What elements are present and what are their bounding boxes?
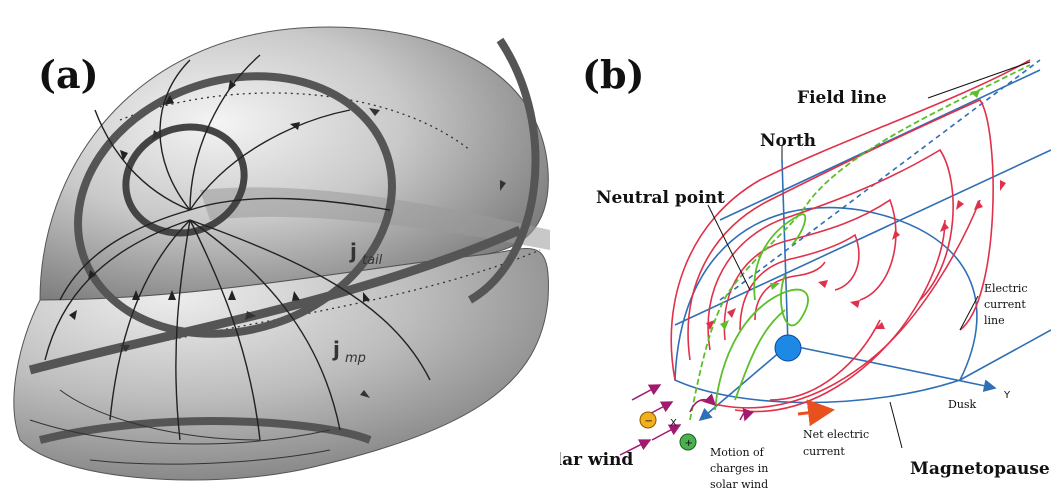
j-mp-label: j — [332, 337, 340, 361]
motion-charges-label-2: charges in — [710, 462, 768, 475]
motion-charges-label-3: solar wind — [710, 478, 768, 491]
dusk-label: Dusk — [948, 398, 977, 411]
j-mp-subscript: mp — [345, 351, 366, 366]
field-line-label: Field line — [797, 88, 887, 108]
magnetopause-label: Magnetopause — [910, 459, 1050, 479]
north-label: North — [760, 131, 816, 151]
magnetopause-outline — [674, 206, 978, 404]
net-current-label-2: current — [803, 445, 845, 458]
positive-charge-icon — [679, 433, 697, 451]
electric-current-line-label-3: line — [984, 314, 1005, 327]
electric-current-line-label-2: current — [984, 298, 1026, 311]
positive-charge-sign: + — [685, 438, 693, 449]
panel-b-label: (b) — [582, 52, 645, 97]
panel-a-label: (a) — [38, 52, 99, 97]
negative-charge-sign: − — [645, 416, 653, 427]
magnetopause-current-diagram: − + (b) Field line North Neutral point E… — [532, 52, 1051, 491]
panel-b: − + (b) Field line North Neutral point E… — [532, 0, 1051, 493]
y-axis-label: Y — [1003, 390, 1011, 401]
magnetosphere-shell-diagram: (a) j tail j mp — [13, 26, 550, 481]
motion-charges-label-1: Motion of — [710, 446, 765, 459]
net-current-arrow — [797, 399, 835, 427]
j-tail-subscript: tail — [362, 253, 383, 268]
solar-wind-label: Solar wind — [560, 450, 633, 470]
electric-current-line-label-1: Electric — [984, 282, 1028, 295]
x-axis-label: X — [670, 418, 677, 429]
j-tail-label: j — [349, 239, 357, 263]
earth-icon — [774, 334, 802, 362]
panel-a: (a) j tail j mp — [13, 26, 550, 481]
negative-charge-icon — [639, 411, 657, 429]
tail-current-sheet — [200, 187, 550, 250]
neutral-point-label: Neutral point — [596, 188, 725, 208]
net-current-label-1: Net electric — [803, 428, 869, 441]
